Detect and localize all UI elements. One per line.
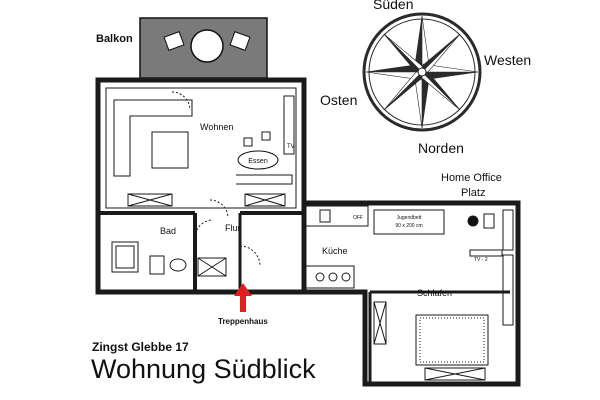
youth-bed-line1: Jugendbett [397,215,422,221]
stairwell-label: Treppenhaus [218,317,268,326]
hall-label: Flur [225,223,241,233]
tv-living-label: TV [287,144,295,150]
entrance-arrow-icon [234,283,252,312]
youth-bed-line2: 90 x 200 cm [395,223,422,229]
tv-bedroom-label: TV - 2 [474,257,488,263]
compass-north-label: Norden [418,140,464,156]
bath-fixtures [111,199,261,277]
living-furniture [113,91,295,185]
walls [95,77,521,387]
home-office-label-2: Platz [461,187,486,199]
bedroom-label: Schlafen [417,288,452,298]
kitchen-label: Küche [322,246,348,256]
compass-rose-icon [362,12,482,132]
compass-south-label: Süden [373,0,414,12]
dining-label: Essen [248,158,268,165]
bath-label: Bad [160,226,176,236]
home-office-label: Home Office [441,172,502,184]
appliance-label: OFF [353,215,363,221]
window-markings [127,193,514,381]
kitchen-counters [305,205,369,289]
dining-table [237,150,279,170]
compass-west-label: Westen [484,52,532,68]
address-label: Zingst Glebbe 17 [92,340,189,354]
bedroom-furniture [373,209,503,366]
living-label: Wohnen [200,122,233,132]
balcony [108,17,300,81]
balcony-label: Balkon [96,33,133,45]
compass-east-label: Osten [320,92,358,108]
page-title: Wohnung Südblick [91,354,316,384]
